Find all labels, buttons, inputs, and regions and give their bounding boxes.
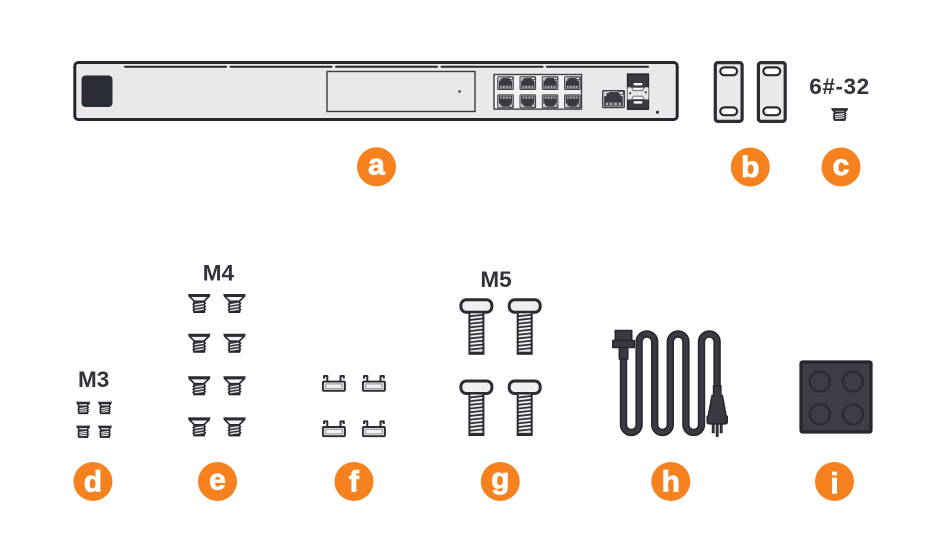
svg-text:b: b xyxy=(741,151,759,184)
svg-text:6#-32: 6#-32 xyxy=(809,74,870,99)
svg-text:a: a xyxy=(368,149,385,182)
svg-text:f: f xyxy=(349,466,360,499)
svg-text:g: g xyxy=(491,463,509,496)
svg-text:e: e xyxy=(209,463,226,496)
svg-text:M3: M3 xyxy=(78,367,109,392)
svg-text:c: c xyxy=(833,149,850,182)
svg-text:M4: M4 xyxy=(203,261,235,286)
svg-text:i: i xyxy=(830,468,838,501)
svg-text:M5: M5 xyxy=(480,267,511,292)
svg-text:h: h xyxy=(662,466,680,499)
svg-text:d: d xyxy=(84,466,102,499)
